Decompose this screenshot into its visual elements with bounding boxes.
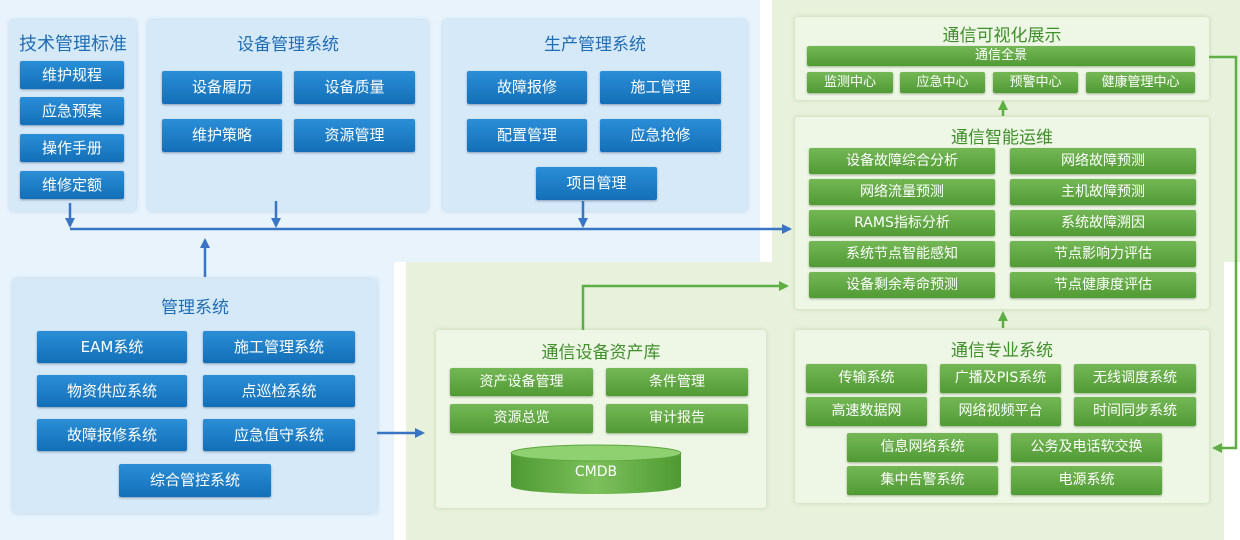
tech-standard-item[interactable]: 操作手册 bbox=[20, 134, 124, 162]
asset-library-item[interactable]: 资源总览 bbox=[450, 404, 593, 433]
asset-library-item[interactable]: 审计报告 bbox=[606, 404, 748, 433]
professional-systems-panel: 通信专业系统 传输系统 广播及PIS系统 无线调度系统 高速数据网 网络视频平台… bbox=[795, 330, 1209, 503]
smart-ops-item[interactable]: 设备剩余寿命预测 bbox=[809, 272, 995, 298]
tech-standard-item[interactable]: 维护规程 bbox=[20, 61, 124, 89]
professional-systems-item[interactable]: 广播及PIS系统 bbox=[940, 364, 1061, 393]
visualization-item[interactable]: 预警中心 bbox=[993, 72, 1078, 93]
asset-library-panel: 通信设备资产库 资产设备管理 条件管理 资源总览 审计报告 CMDB bbox=[436, 330, 766, 508]
visualization-overview[interactable]: 通信全景 bbox=[807, 46, 1195, 66]
smart-ops-item[interactable]: 节点健康度评估 bbox=[1010, 272, 1196, 298]
visualization-panel: 通信可视化展示 通信全景 监测中心 应急中心 预警中心 健康管理中心 bbox=[795, 17, 1209, 100]
professional-systems-item[interactable]: 集中告警系统 bbox=[847, 466, 998, 495]
professional-systems-item[interactable]: 无线调度系统 bbox=[1074, 364, 1196, 393]
professional-systems-title: 通信专业系统 bbox=[951, 341, 1053, 361]
equipment-mgmt-item[interactable]: 资源管理 bbox=[294, 119, 415, 152]
visualization-item[interactable]: 应急中心 bbox=[900, 72, 985, 93]
cmdb-cylinder-shape bbox=[510, 444, 682, 494]
visualization-item[interactable]: 健康管理中心 bbox=[1086, 72, 1195, 93]
arrow-asset-to-smartops bbox=[581, 281, 789, 330]
management-system-item[interactable]: 综合管控系统 bbox=[119, 464, 271, 497]
equipment-mgmt-title: 设备管理系统 bbox=[237, 35, 339, 55]
management-system-item[interactable]: 施工管理系统 bbox=[203, 331, 355, 363]
production-mgmt-item[interactable]: 应急抢修 bbox=[600, 119, 721, 152]
equipment-mgmt-item[interactable]: 设备质量 bbox=[294, 71, 415, 104]
smart-ops-item[interactable]: 网络流量预测 bbox=[809, 179, 995, 205]
tech-standard-item[interactable]: 维修定额 bbox=[20, 171, 124, 199]
smart-ops-item[interactable]: 节点影响力评估 bbox=[1010, 241, 1196, 267]
smart-ops-panel: 通信智能运维 设备故障综合分析 网络流量预测 RAMS指标分析 系统节点智能感知… bbox=[795, 117, 1209, 309]
cmdb-database-icon[interactable]: CMDB bbox=[509, 444, 683, 496]
tech-standard-panel: 技术管理标准 维护规程 应急预案 操作手册 维修定额 bbox=[10, 20, 136, 211]
smart-ops-title: 通信智能运维 bbox=[951, 128, 1053, 148]
equipment-mgmt-panel: 设备管理系统 设备履历 设备质量 维护策略 资源管理 bbox=[148, 20, 428, 211]
professional-systems-item[interactable]: 公务及电话软交换 bbox=[1011, 433, 1162, 462]
visualization-title: 通信可视化展示 bbox=[942, 26, 1062, 46]
smart-ops-item[interactable]: 设备故障综合分析 bbox=[809, 148, 995, 174]
arrow-visualization-to-professional bbox=[1209, 55, 1238, 453]
production-mgmt-item[interactable]: 项目管理 bbox=[536, 167, 657, 200]
smart-ops-item[interactable]: 网络故障预测 bbox=[1010, 148, 1196, 174]
professional-systems-item[interactable]: 电源系统 bbox=[1011, 466, 1162, 495]
smart-ops-item[interactable]: 系统故障溯因 bbox=[1010, 210, 1196, 236]
tech-standard-item[interactable]: 应急预案 bbox=[20, 97, 124, 125]
professional-systems-item[interactable]: 信息网络系统 bbox=[847, 433, 998, 462]
equipment-mgmt-item[interactable]: 维护策略 bbox=[162, 119, 282, 152]
professional-systems-item[interactable]: 网络视频平台 bbox=[940, 397, 1061, 426]
equipment-mgmt-item[interactable]: 设备履历 bbox=[162, 71, 282, 104]
management-system-panel: 管理系统 EAM系统 施工管理系统 物资供应系统 点巡检系统 故障报修系统 应急… bbox=[13, 279, 377, 513]
production-mgmt-title: 生产管理系统 bbox=[544, 35, 646, 55]
tech-standard-title: 技术管理标准 bbox=[19, 34, 127, 55]
production-mgmt-item[interactable]: 故障报修 bbox=[467, 71, 587, 104]
management-system-item[interactable]: 物资供应系统 bbox=[37, 375, 187, 407]
smart-ops-item[interactable]: 系统节点智能感知 bbox=[809, 241, 995, 267]
professional-systems-item[interactable]: 传输系统 bbox=[806, 364, 927, 393]
asset-library-item[interactable]: 资产设备管理 bbox=[450, 368, 593, 396]
management-system-title: 管理系统 bbox=[161, 298, 229, 318]
cmdb-label: CMDB bbox=[574, 464, 618, 480]
production-mgmt-item[interactable]: 配置管理 bbox=[467, 119, 587, 152]
production-mgmt-panel: 生产管理系统 故障报修 施工管理 配置管理 应急抢修 项目管理 bbox=[443, 20, 747, 211]
visualization-item[interactable]: 监测中心 bbox=[807, 72, 893, 93]
smart-ops-item[interactable]: RAMS指标分析 bbox=[809, 210, 995, 236]
production-mgmt-item[interactable]: 施工管理 bbox=[600, 71, 721, 104]
smart-ops-item[interactable]: 主机故障预测 bbox=[1010, 179, 1196, 205]
management-system-item[interactable]: 故障报修系统 bbox=[37, 419, 187, 451]
asset-library-title: 通信设备资产库 bbox=[541, 343, 661, 363]
management-system-item[interactable]: 点巡检系统 bbox=[203, 375, 355, 407]
management-system-item[interactable]: EAM系统 bbox=[37, 331, 187, 363]
management-system-item[interactable]: 应急值守系统 bbox=[203, 419, 355, 451]
professional-systems-item[interactable]: 高速数据网 bbox=[806, 397, 927, 426]
asset-library-item[interactable]: 条件管理 bbox=[606, 368, 748, 396]
professional-systems-item[interactable]: 时间同步系统 bbox=[1074, 397, 1196, 426]
